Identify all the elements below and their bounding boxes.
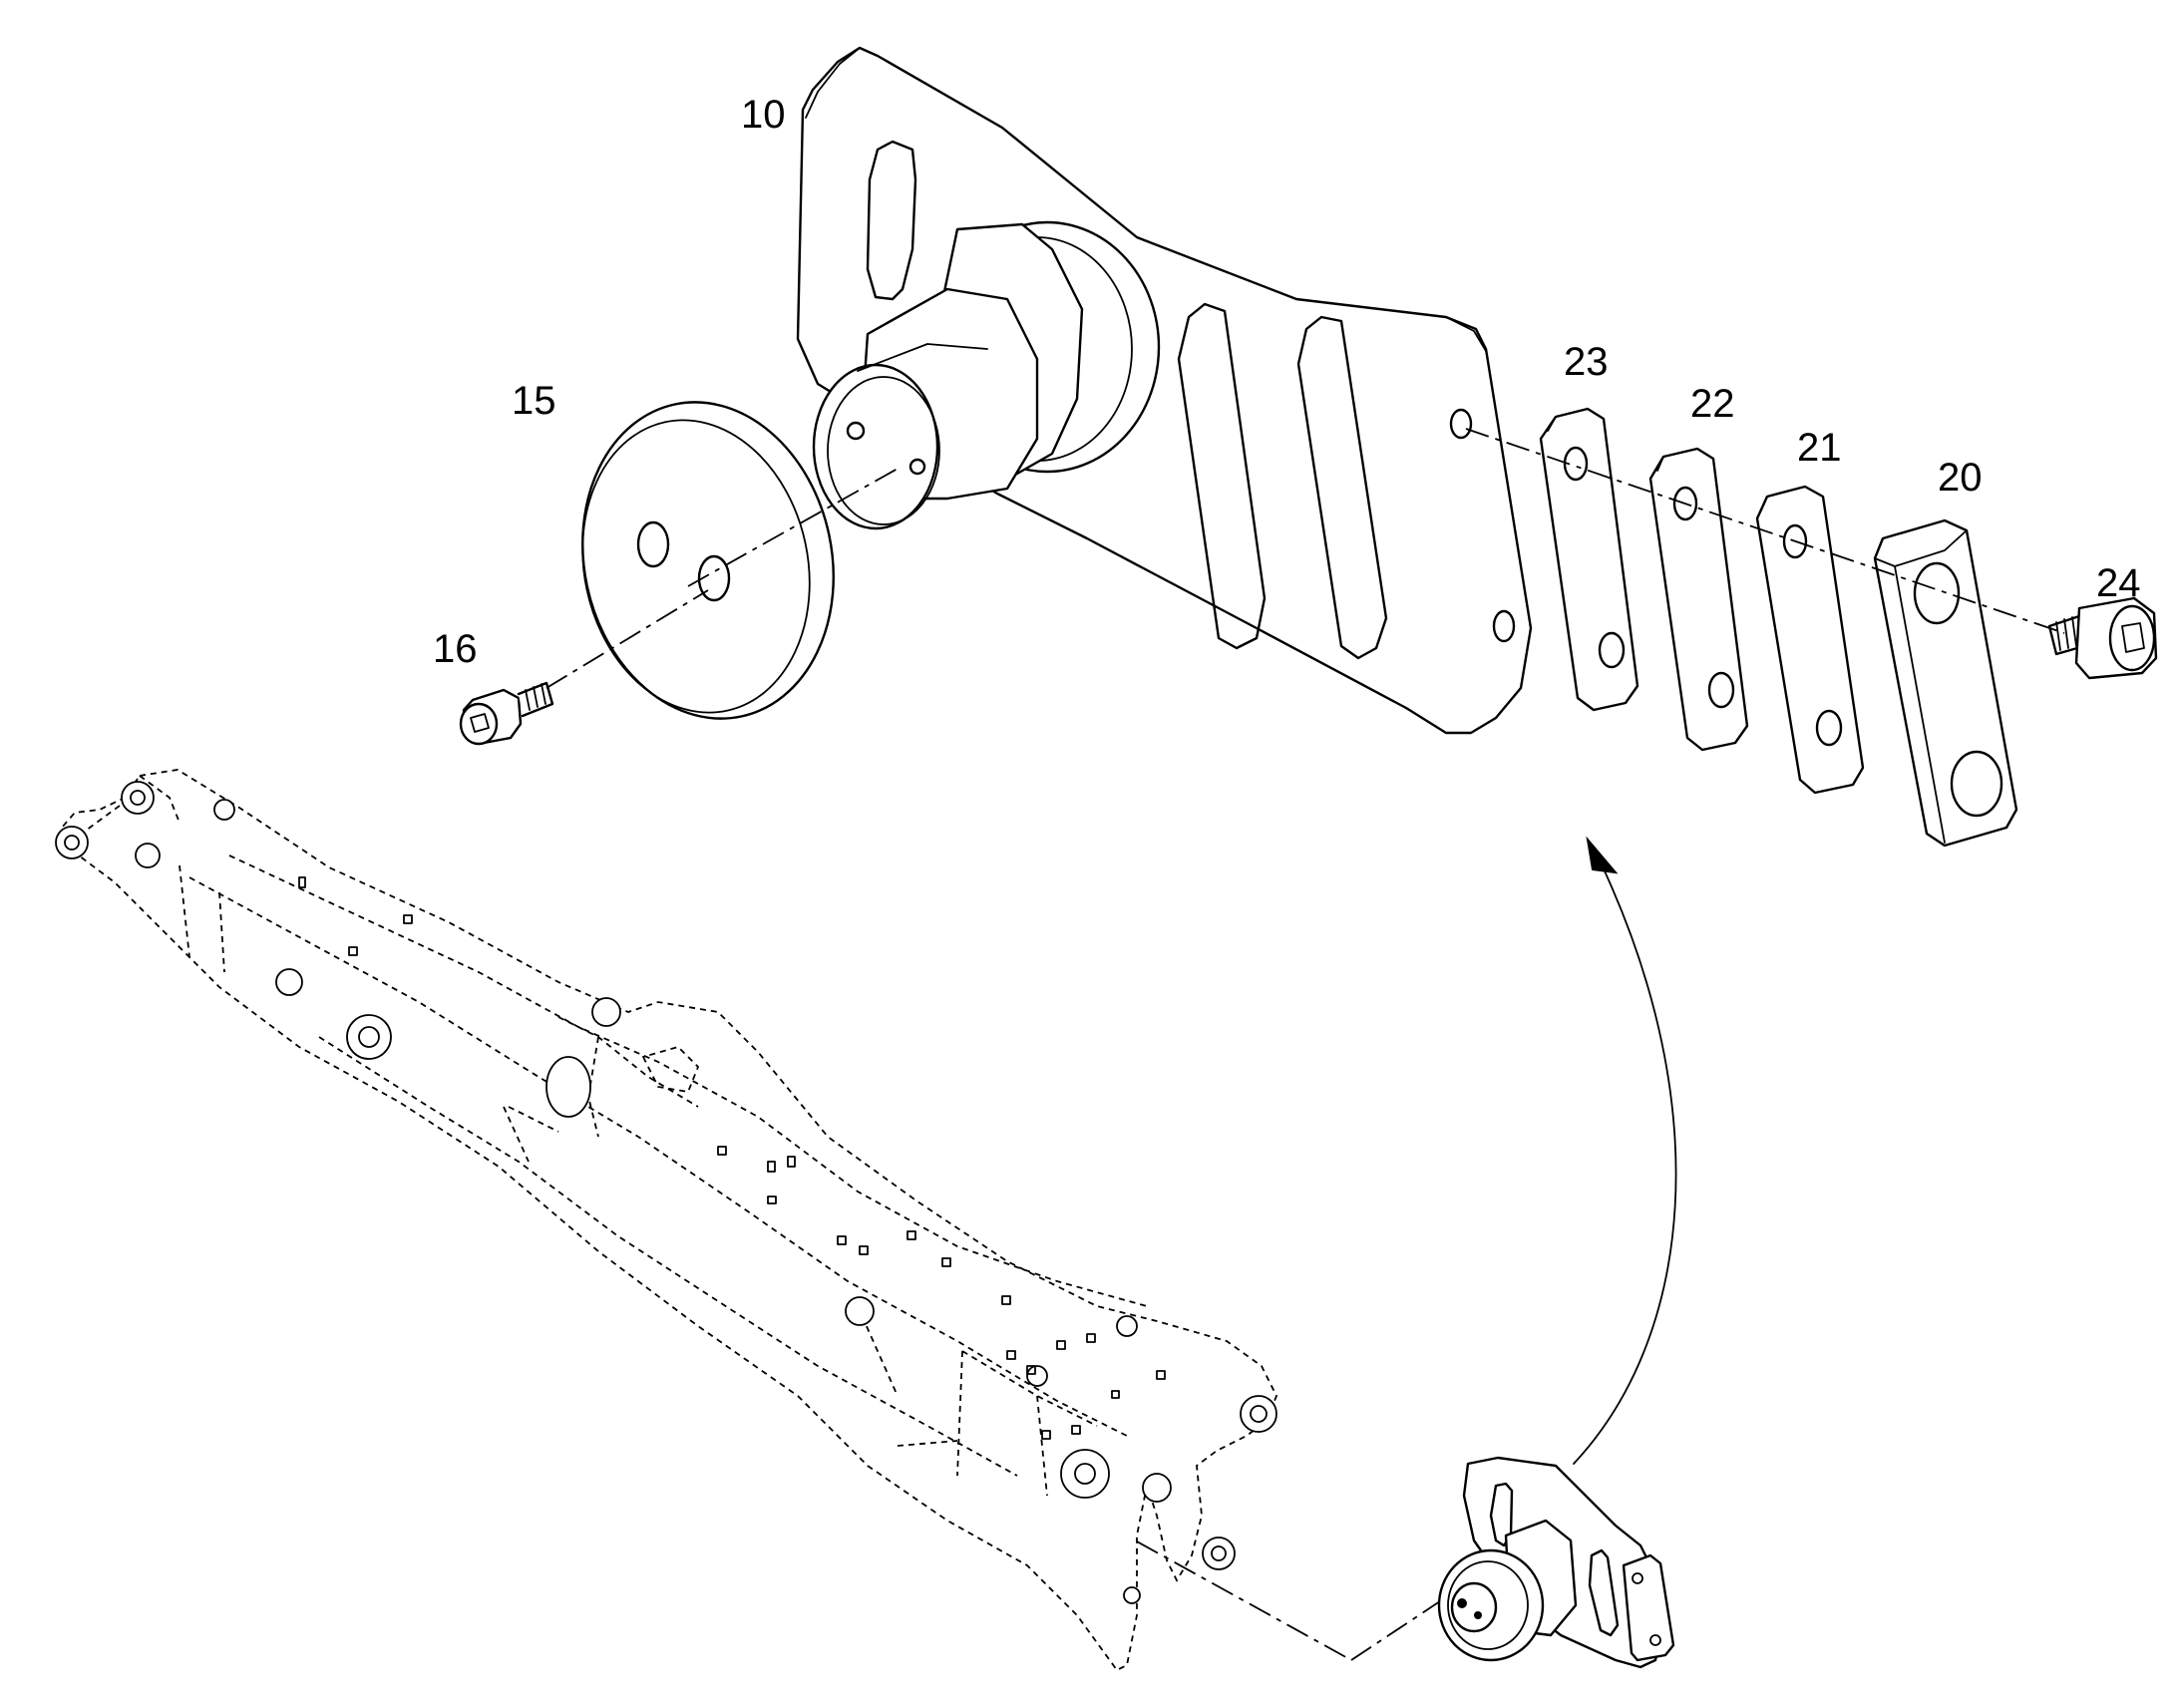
callout-16: 16 [433,627,478,671]
callout-15: 15 [512,379,556,423]
callouts: 10 15 16 23 22 21 20 24 [433,93,2141,671]
part-20-clamp-block [1873,518,2018,848]
callout-21: 21 [1797,426,1842,470]
boom-arm [55,769,1277,1672]
callout-10: 10 [741,93,786,137]
part-23-shim [1539,407,1639,712]
callout-24: 24 [2096,561,2141,605]
part-10-bracket-plate [796,46,1533,735]
part-15-end-disc [581,401,835,720]
callout-20: 20 [1938,456,1983,500]
part-22-shim [1648,447,1749,752]
callout-23: 23 [1564,340,1609,384]
assembly-centerlines [545,428,2065,1661]
part-24-socket-screw [2047,596,2158,680]
assembled-bracket-detail [1437,1456,1675,1669]
part-16-socket-screw [459,681,554,746]
detail-arrow [1573,836,1677,1465]
part-21-spacer-plate [1755,485,1865,795]
callout-22: 22 [1690,382,1735,426]
